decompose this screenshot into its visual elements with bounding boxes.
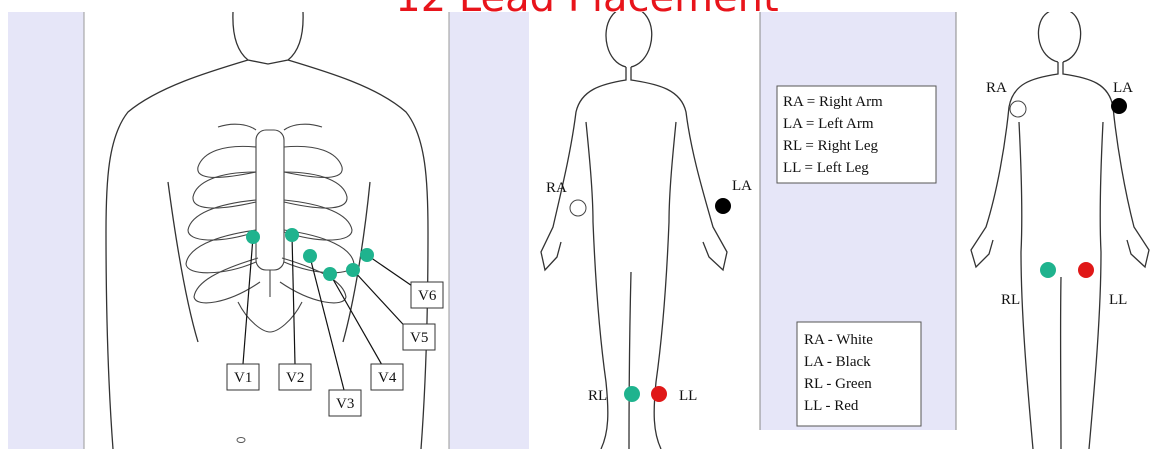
limb-leads-panel: RA LA RL LL RA = Right Arm LA = Left Arm… <box>531 12 1174 449</box>
legend-name-la: LA = Left Arm <box>783 116 874 132</box>
lead-label-v2: V2 <box>286 370 304 386</box>
electrode-v6 <box>360 248 374 262</box>
legend-name-rl: RL = Right Leg <box>783 138 878 154</box>
lead-label-v6: V6 <box>418 288 437 304</box>
back-electrode-ra <box>1010 101 1026 117</box>
front-electrode-ra <box>570 200 586 216</box>
back-label-ll: LL <box>1109 292 1127 308</box>
lead-label-v4: V4 <box>378 370 397 386</box>
front-electrode-rl <box>624 386 640 402</box>
back-electrode-rl <box>1040 262 1056 278</box>
limb-leads-diagram: RA LA RL LL RA = Right Arm LA = Left Arm… <box>531 12 1174 449</box>
electrode-v3 <box>303 249 317 263</box>
electrode-v4 <box>323 267 337 281</box>
legend-color-rl: RL - Green <box>804 376 872 392</box>
lead-label-v5: V5 <box>410 330 428 346</box>
front-label-ll: LL <box>679 388 697 404</box>
lead-label-v3: V3 <box>336 396 354 412</box>
legend-color-la: LA - Black <box>804 354 871 370</box>
legend-color-ra: RA - White <box>804 332 873 348</box>
legend-color-ll: LL - Red <box>804 398 859 414</box>
electrode-v5 <box>346 263 360 277</box>
front-body-outline <box>541 12 727 449</box>
left-tint-band <box>8 12 84 449</box>
legend-name-ll: LL = Left Leg <box>783 160 869 176</box>
front-label-la: LA <box>732 178 752 194</box>
back-label-rl: RL <box>1001 292 1020 308</box>
back-electrode-ll <box>1078 262 1094 278</box>
lead-label-v1: V1 <box>234 370 252 386</box>
front-label-rl: RL <box>588 388 607 404</box>
front-electrode-ll <box>651 386 667 402</box>
front-label-ra: RA <box>546 180 567 196</box>
chest-diagram-panel: V1 V2 V3 V4 V5 V6 <box>8 12 529 449</box>
electrode-v2 <box>285 228 299 242</box>
legend-name-ra: RA = Right Arm <box>783 94 883 110</box>
back-label-ra: RA <box>986 80 1007 96</box>
back-label-la: LA <box>1113 80 1133 96</box>
chest-diagram: V1 V2 V3 V4 V5 V6 <box>8 12 529 449</box>
back-electrode-la <box>1111 98 1127 114</box>
back-body-outline <box>971 12 1149 449</box>
page-title: 12 Lead Placement <box>0 0 1174 18</box>
right-tint-band <box>449 12 529 449</box>
electrode-v1 <box>246 230 260 244</box>
front-electrode-la <box>715 198 731 214</box>
